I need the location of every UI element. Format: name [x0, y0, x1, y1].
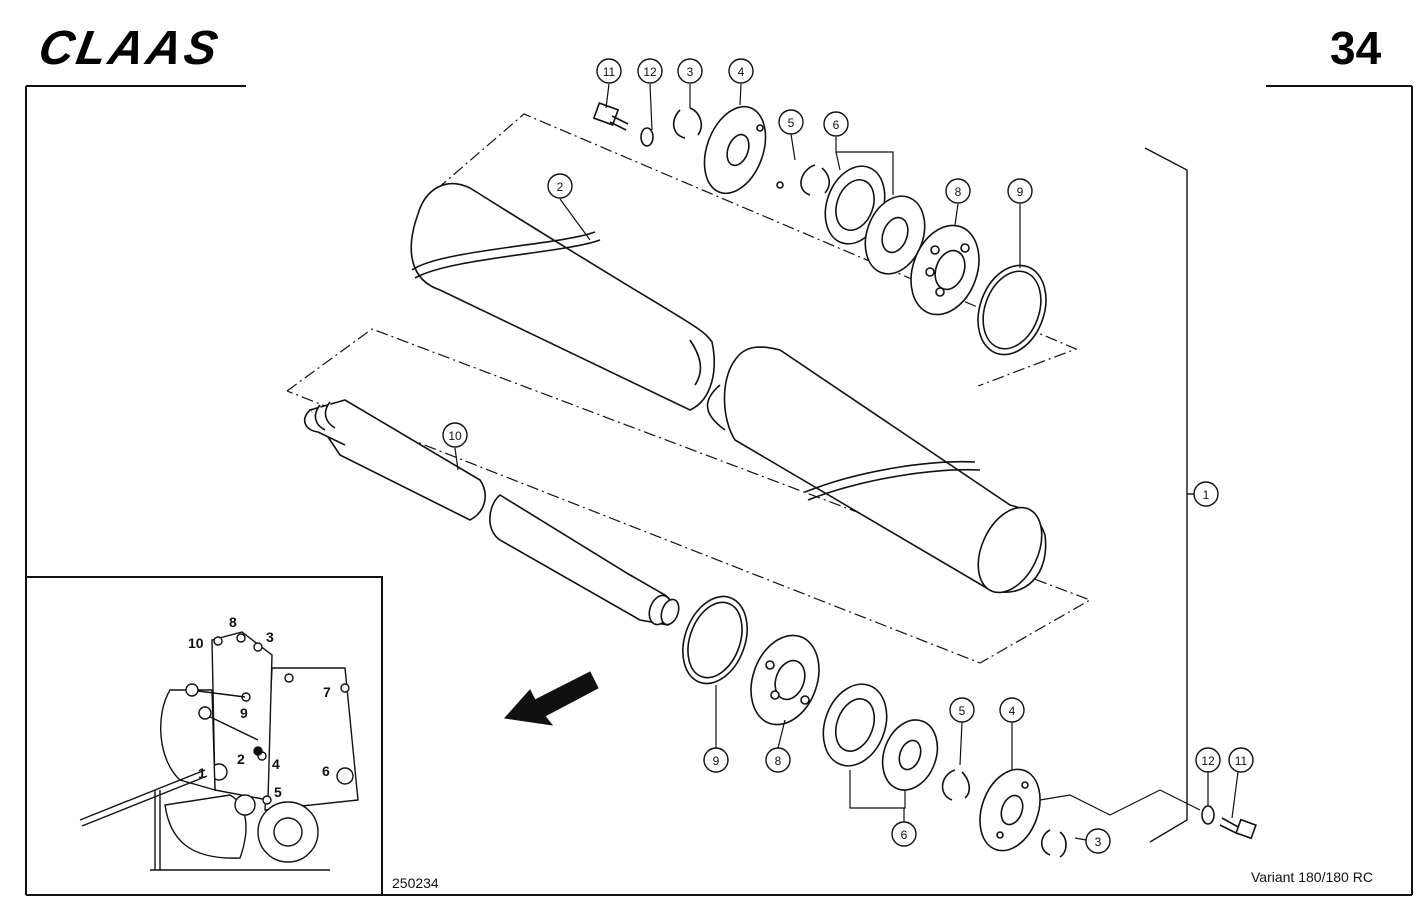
callout-6-top: 6	[823, 111, 849, 137]
page-number: 34	[1330, 22, 1382, 74]
svg-text:8: 8	[229, 614, 237, 630]
svg-text:3: 3	[1095, 835, 1102, 849]
svg-text:5: 5	[959, 704, 966, 718]
upper-bearing-assembly	[592, 102, 1047, 356]
callout-5-bottom: 5	[949, 697, 975, 723]
callout-10: 10	[442, 422, 468, 448]
svg-text:10: 10	[188, 635, 204, 651]
inset-locator: 10 8 3 7 9 2 4 1 6 5	[26, 576, 383, 895]
svg-text:6: 6	[901, 828, 908, 842]
drawing-number: 250234	[392, 875, 439, 891]
callout-2: 2	[547, 173, 573, 199]
callout-1: 1	[1193, 481, 1219, 507]
leader-lines	[454, 83, 1239, 841]
brand-logo: CLAAS	[35, 21, 225, 75]
svg-text:3: 3	[687, 65, 694, 79]
svg-text:8: 8	[775, 754, 782, 768]
svg-text:12: 12	[1201, 754, 1215, 768]
callout-8-top: 8	[945, 178, 971, 204]
svg-text:2: 2	[237, 751, 245, 767]
callouts: 11 12 3 4 5 6 8 9 2 10 1 9 8 6 5 4	[442, 58, 1254, 854]
svg-text:5: 5	[788, 116, 795, 130]
callout-9-top: 9	[1007, 178, 1033, 204]
svg-text:11: 11	[603, 65, 616, 79]
callout-4-bottom: 4	[999, 697, 1025, 723]
page-frame	[25, 85, 1413, 896]
callout-11-top: 11	[596, 58, 622, 84]
svg-text:12: 12	[643, 65, 657, 79]
svg-text:4: 4	[738, 65, 745, 79]
callout-8-bottom: 8	[765, 747, 791, 773]
svg-text:2: 2	[557, 180, 564, 194]
lower-bearing-assembly	[682, 595, 1257, 858]
roller-shaft	[303, 399, 680, 626]
svg-text:8: 8	[955, 185, 962, 199]
inset-labels: 10 8 3 7 9 2 4 1 6 5	[188, 614, 331, 800]
svg-text:5: 5	[274, 784, 282, 800]
direction-arrow-icon	[504, 671, 599, 726]
svg-text:4: 4	[272, 756, 280, 772]
callout-6-bottom: 6	[891, 821, 917, 847]
roller-tube	[410, 182, 1047, 594]
model-designation: Variant 180/180 RC	[1251, 869, 1373, 885]
svg-text:9: 9	[240, 705, 248, 721]
svg-text:1: 1	[198, 765, 206, 781]
svg-text:9: 9	[1017, 185, 1024, 199]
inset-machine-outline	[79, 631, 359, 871]
svg-text:6: 6	[833, 118, 840, 132]
callout-11-bottom: 11	[1228, 747, 1254, 773]
callout-9-bottom: 9	[703, 747, 729, 773]
callout-4-top: 4	[728, 58, 754, 84]
svg-text:10: 10	[448, 429, 462, 443]
svg-text:7: 7	[323, 684, 331, 700]
callout-3-top: 3	[677, 58, 703, 84]
callout-5-top: 5	[778, 109, 804, 135]
callout-3-bottom: 3	[1085, 828, 1111, 854]
callout-12-top: 12	[637, 58, 663, 84]
svg-text:4: 4	[1009, 704, 1016, 718]
svg-text:9: 9	[713, 754, 720, 768]
svg-text:11: 11	[1235, 754, 1248, 768]
assembly-bracket	[1144, 147, 1194, 843]
callout-12-bottom: 12	[1195, 747, 1221, 773]
svg-text:3: 3	[266, 629, 274, 645]
svg-text:6: 6	[322, 763, 330, 779]
svg-text:1: 1	[1203, 488, 1210, 502]
